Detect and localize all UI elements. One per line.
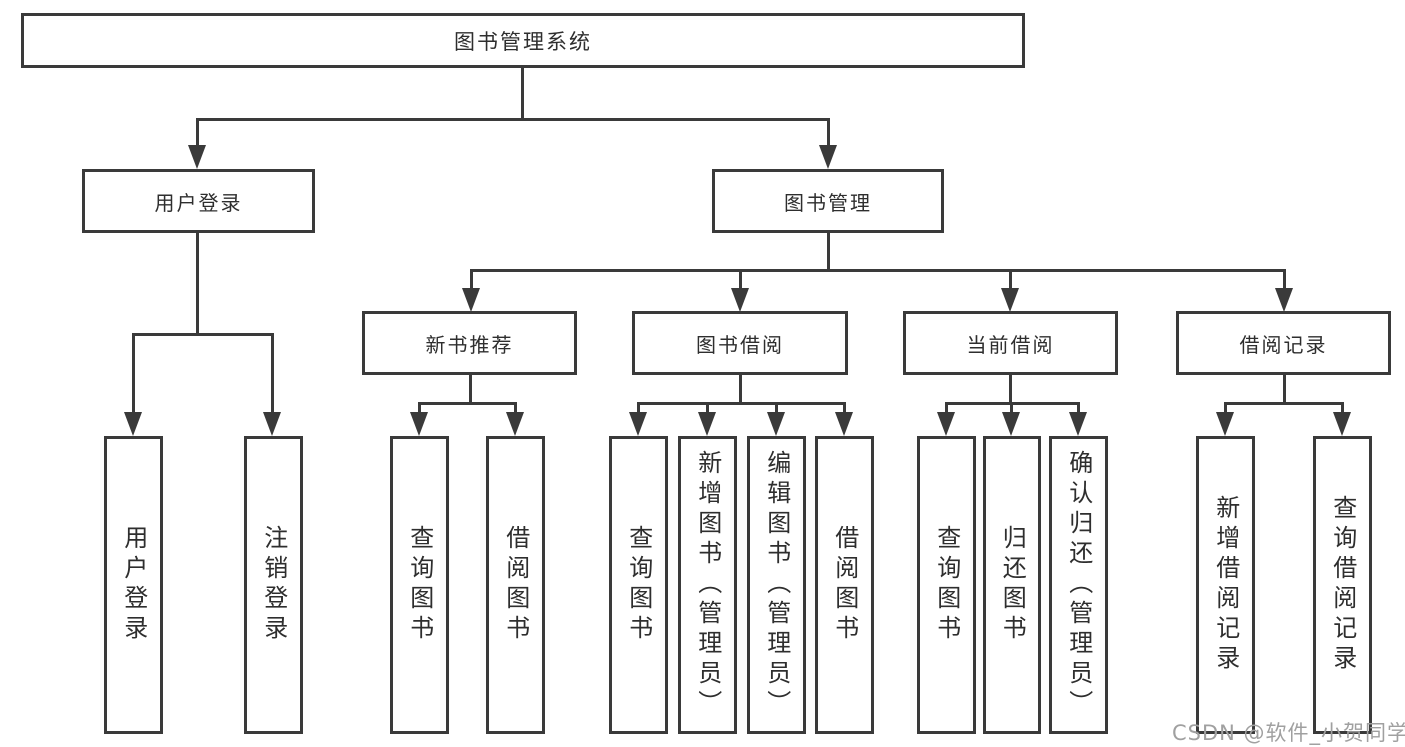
arrow-down-icon — [767, 412, 785, 436]
connector-g3-vertical — [739, 375, 742, 404]
leaf-label: 确认归还（管理员） — [1064, 450, 1093, 720]
leaf-user-login: 用户登录 — [104, 436, 163, 734]
leaf-logout: 注销登录 — [244, 436, 303, 734]
csdn-watermark: CSDN @软件_小贺同学 — [1172, 721, 1405, 745]
arrow-down-icon — [937, 412, 955, 436]
leaf-label: 查询图书 — [624, 525, 653, 645]
arrow-down-icon — [731, 288, 749, 312]
connector-g2-horizontal — [418, 402, 517, 405]
connector-g5-stem-1 — [1224, 402, 1227, 412]
arrow-down-icon — [629, 412, 647, 436]
leaf-query-book-borrow: 查询图书 — [609, 436, 668, 734]
connector-g4-vertical — [1009, 375, 1012, 404]
arrow-down-icon — [1275, 288, 1293, 312]
leaf-label: 借阅图书 — [501, 525, 530, 645]
node-root-label: 图书管理系统 — [454, 29, 592, 54]
node-current-borrow: 当前借阅 — [903, 311, 1118, 375]
connector-g3-stem-3 — [775, 402, 778, 412]
leaf-query-book-recommend: 查询图书 — [390, 436, 449, 734]
connector-mgmt-horizontal — [470, 269, 1286, 272]
arrow-down-icon — [835, 412, 853, 436]
arrow-down-icon — [263, 412, 281, 436]
arrow-down-icon — [506, 412, 524, 436]
connector-g3-horizontal — [637, 402, 846, 405]
leaf-edit-book-admin: 编辑图书（管理员） — [747, 436, 806, 734]
connector-root-stem-right — [827, 118, 830, 146]
leaf-label: 查询图书 — [932, 525, 961, 645]
leaf-label: 用户登录 — [119, 525, 148, 645]
connector-user-horizontal — [132, 333, 274, 336]
leaf-query-borrow-record: 查询借阅记录 — [1313, 436, 1372, 734]
node-user-login-label: 用户登录 — [154, 190, 243, 215]
connector-mgmt-stem-4 — [1283, 269, 1286, 288]
leaf-confirm-return-admin: 确认归还（管理员） — [1049, 436, 1108, 734]
arrow-down-icon — [1002, 412, 1020, 436]
connector-g4-stem-3 — [1077, 402, 1080, 412]
leaf-add-book-admin: 新增图书（管理员） — [678, 436, 737, 734]
node-book-borrow-label: 图书借阅 — [696, 332, 784, 357]
connector-g5-horizontal — [1224, 402, 1344, 405]
connector-mgmt-stem-3 — [1009, 269, 1012, 288]
connector-user-stem-1 — [132, 333, 135, 412]
leaf-query-current-borrow: 查询图书 — [917, 436, 976, 734]
connector-g5-vertical — [1283, 375, 1286, 404]
node-root: 图书管理系统 — [21, 13, 1025, 68]
node-current-borrow-label: 当前借阅 — [966, 332, 1055, 357]
connector-user-stem-2 — [271, 333, 274, 412]
arrow-down-icon — [124, 412, 142, 436]
leaf-label: 新增图书（管理员） — [693, 450, 722, 720]
arrow-down-icon — [1216, 412, 1234, 436]
leaf-label: 借阅图书 — [830, 525, 859, 645]
connector-g2-vertical — [469, 375, 472, 404]
arrow-down-icon — [819, 145, 837, 169]
leaf-return-book: 归还图书 — [983, 436, 1041, 734]
connector-g3-stem-1 — [637, 402, 640, 412]
leaf-borrow-book-recommend: 借阅图书 — [486, 436, 545, 734]
arrow-down-icon — [1333, 412, 1351, 436]
connector-g2-stem-2 — [514, 402, 517, 412]
leaf-label: 查询图书 — [405, 525, 434, 645]
connector-g4-stem-1 — [945, 402, 948, 412]
node-borrow-record-label: 借阅记录 — [1239, 332, 1328, 357]
connector-g4-stem-2 — [1010, 402, 1013, 412]
leaf-borrow-book: 借阅图书 — [815, 436, 874, 734]
arrow-down-icon — [462, 288, 480, 312]
connector-root-stem-left — [196, 118, 199, 146]
connector-user-vertical — [196, 233, 199, 336]
connector-g3-stem-2 — [706, 402, 709, 412]
connector-g2-stem-1 — [418, 402, 421, 412]
connector-g3-stem-4 — [843, 402, 846, 412]
arrow-down-icon — [410, 412, 428, 436]
leaf-label: 归还图书 — [998, 525, 1027, 645]
connector-root-horizontal — [196, 118, 830, 121]
node-book-management-label: 图书管理 — [784, 190, 872, 215]
leaf-label: 新增借阅记录 — [1211, 495, 1240, 675]
leaf-label: 注销登录 — [259, 525, 288, 645]
connector-mgmt-vertical — [827, 233, 830, 271]
leaf-add-borrow-record: 新增借阅记录 — [1196, 436, 1255, 734]
arrow-down-icon — [1001, 288, 1019, 312]
arrow-down-icon — [698, 412, 716, 436]
node-new-book-recommend: 新书推荐 — [362, 311, 577, 375]
leaf-label: 编辑图书（管理员） — [762, 450, 791, 720]
node-book-management: 图书管理 — [712, 169, 944, 233]
connector-root-vertical — [521, 68, 524, 120]
connector-mgmt-stem-2 — [739, 269, 742, 288]
connector-g5-stem-2 — [1341, 402, 1344, 412]
node-book-borrow: 图书借阅 — [632, 311, 848, 375]
connector-mgmt-stem-1 — [470, 269, 473, 288]
node-borrow-record: 借阅记录 — [1176, 311, 1391, 375]
arrow-down-icon — [1069, 412, 1087, 436]
node-new-book-recommend-label: 新书推荐 — [425, 332, 514, 357]
arrow-down-icon — [188, 145, 206, 169]
leaf-label: 查询借阅记录 — [1328, 495, 1357, 675]
node-user-login: 用户登录 — [82, 169, 315, 233]
